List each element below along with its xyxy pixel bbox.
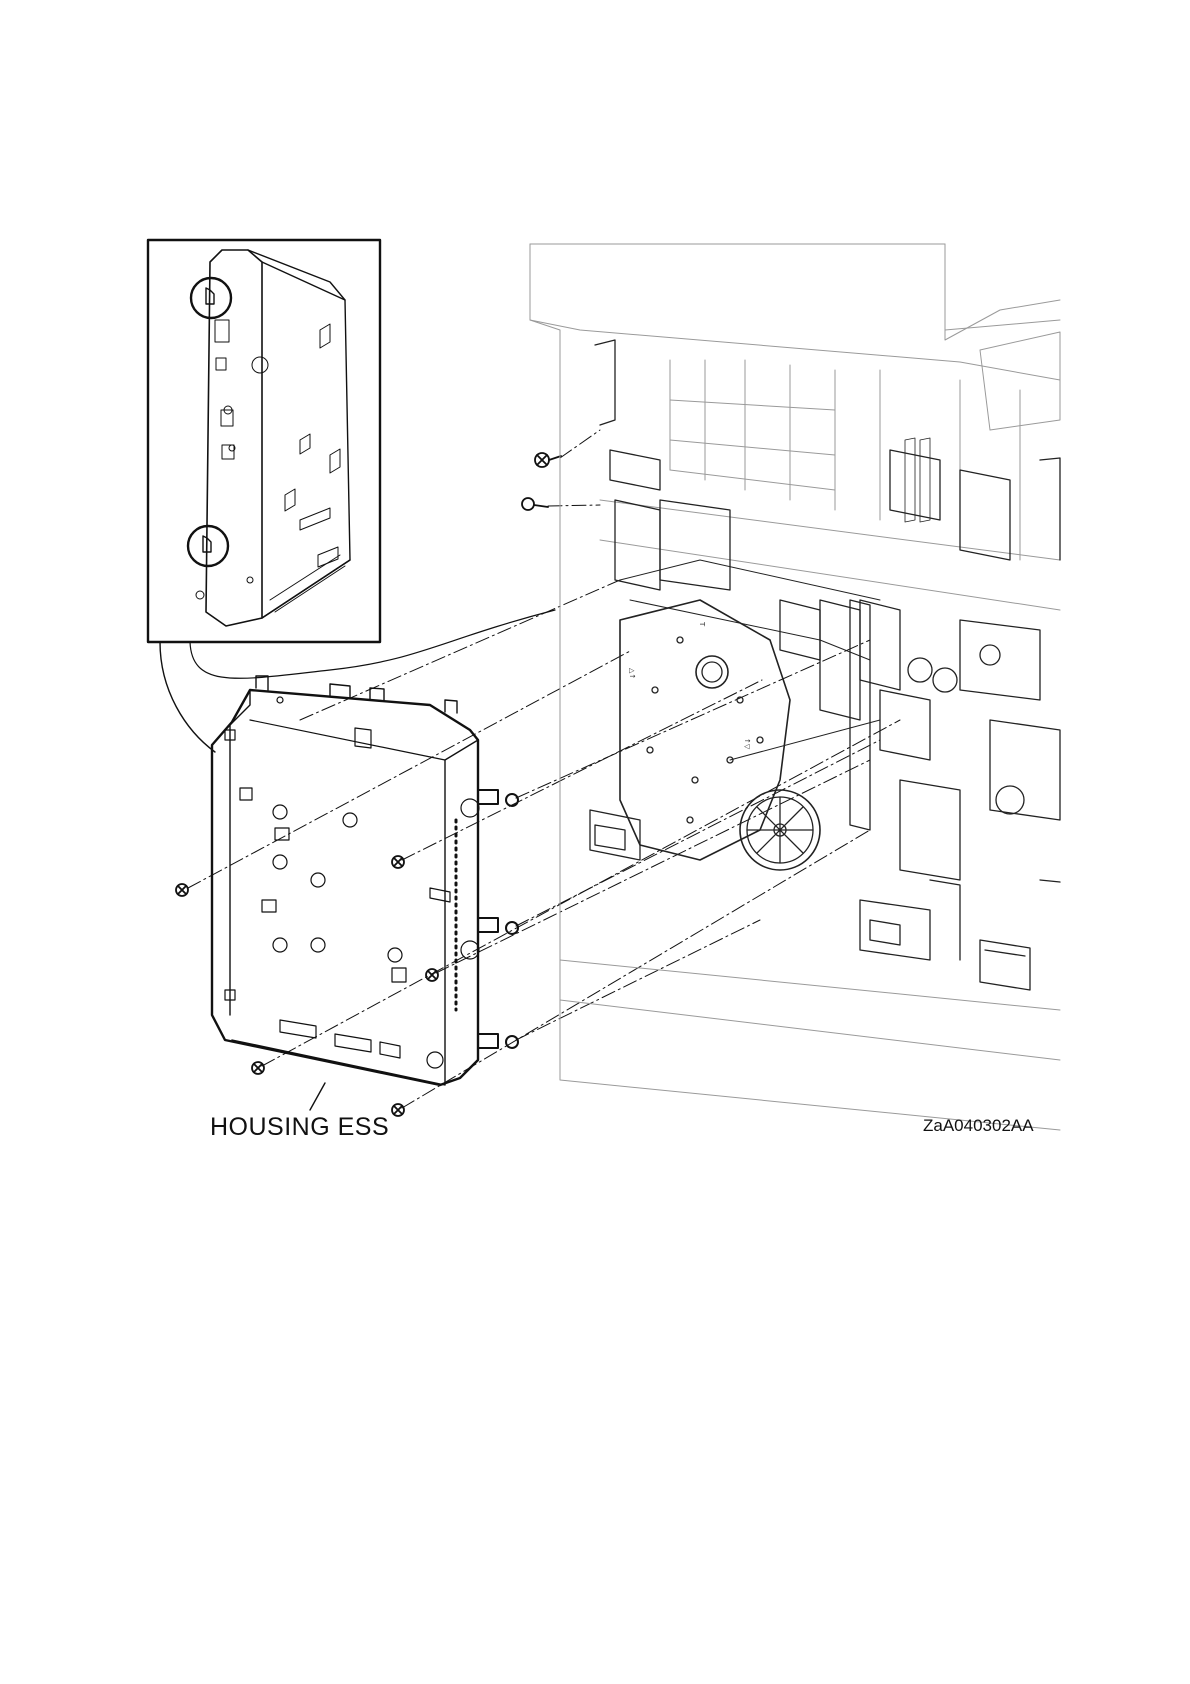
printer-interior: [590, 340, 1060, 990]
screws: [176, 453, 561, 1116]
hook-detail-circle-bottom: [188, 526, 228, 566]
screw-top-1: [535, 453, 561, 467]
screw-left-5: [392, 1104, 404, 1116]
housing-ess-label: HOUSING ESS: [210, 1113, 389, 1142]
screw-left-3: [426, 969, 438, 981]
svg-text:T: T: [698, 621, 706, 627]
alignment-lines: [188, 430, 900, 1108]
screw-top-2: [522, 498, 548, 510]
svg-text:↑▽: ↑▽: [743, 738, 751, 750]
detail-inset: [148, 240, 555, 752]
svg-text:△↑: △↑: [628, 668, 636, 679]
screw-left-1: [176, 884, 188, 896]
hook-detail-circle-top: [191, 278, 231, 318]
housing-ess-part: [212, 676, 518, 1110]
screw-left-2: [392, 856, 404, 868]
printer-body: [530, 244, 1060, 1130]
figure-id-label: ZaA040302AA: [923, 1116, 1034, 1136]
screw-left-4: [252, 1062, 264, 1074]
